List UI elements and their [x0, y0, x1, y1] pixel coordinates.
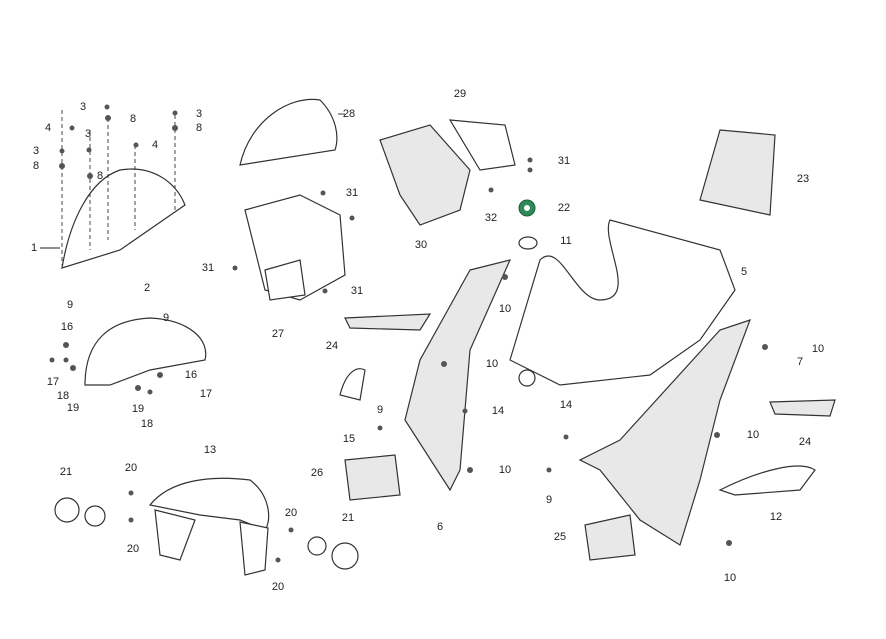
callout-label: 17: [199, 388, 213, 400]
part-side-panel-7: [578, 319, 752, 546]
part-reflector-21a: [54, 497, 80, 523]
part-lamp-15: [339, 368, 366, 401]
callout-label: 9: [545, 494, 553, 506]
callout-label: 30: [414, 239, 428, 251]
callout-label: 18: [140, 418, 154, 430]
part-lamp-29: [448, 119, 516, 171]
callout-label: 15: [342, 433, 356, 445]
callout-label: 8: [32, 160, 40, 172]
part-side-panel-6: [404, 259, 512, 492]
callout-label: 18: [56, 390, 70, 402]
callout-label: 20: [284, 507, 298, 519]
part-lamp-12: [718, 465, 816, 496]
callout-label: 1: [30, 242, 38, 254]
callout-label: 24: [798, 436, 812, 448]
callout-label: 31: [557, 155, 571, 167]
callout-label: 9: [376, 404, 384, 416]
callout-label: 3: [84, 128, 92, 140]
part-headlight-2: [84, 317, 207, 386]
callout-label: 16: [60, 321, 74, 333]
callout-label: 9: [66, 299, 74, 311]
callout-label: 5: [740, 266, 748, 278]
callout-label: 21: [341, 512, 355, 524]
callout-label: 2: [143, 282, 151, 294]
callout-label: 3: [32, 145, 40, 157]
callout-label: 26: [310, 467, 324, 479]
callout-label: 20: [126, 543, 140, 555]
callout-label: 31: [201, 262, 215, 274]
callout-label: 31: [345, 187, 359, 199]
callout-label: 27: [271, 328, 285, 340]
callout-label: 19: [131, 403, 145, 415]
callout-label: 32: [484, 212, 498, 224]
callout-label: 10: [498, 303, 512, 315]
callout-label: 7: [796, 356, 804, 368]
fasteners: [49, 104, 768, 563]
callout-label: 8: [129, 113, 137, 125]
callout-label: 14: [491, 405, 505, 417]
callout-label: 6: [436, 521, 444, 533]
part-windscreen: [61, 168, 186, 269]
callout-label: 21: [59, 466, 73, 478]
callout-label: 8: [195, 122, 203, 134]
callout-label: 11: [560, 235, 572, 247]
callout-label: 17: [46, 376, 60, 388]
part-decal-26: [344, 454, 401, 501]
part-decal-25: [584, 514, 636, 561]
callout-label: 23: [796, 173, 810, 185]
callout-label: 10: [811, 343, 825, 355]
callout-label: 8: [96, 170, 104, 182]
callout-label: 20: [271, 581, 285, 593]
part-front-cowl-5: [509, 219, 736, 386]
callout-label: 10: [746, 429, 760, 441]
callout-label: 14: [559, 399, 573, 411]
callout-label: 10: [723, 572, 737, 584]
callout-label: 31: [350, 285, 364, 297]
callout-label: 24: [325, 340, 339, 352]
part-ring-11: [518, 236, 538, 250]
part-duct: [264, 259, 306, 301]
callout-label: 28: [342, 108, 356, 120]
part-decal-24b: [769, 399, 836, 417]
callout-label: 3: [195, 108, 203, 120]
callout-label: 3: [79, 101, 87, 113]
callout-label: 9: [162, 312, 170, 324]
part-bracket-30: [379, 124, 471, 226]
callout-label: 19: [66, 402, 80, 414]
callout-label: 13: [203, 444, 217, 456]
part-decal-23: [699, 129, 776, 216]
callout-label: 10: [485, 358, 499, 370]
callout-label: 12: [769, 511, 783, 523]
callout-label: 16: [184, 369, 198, 381]
part-screen-28: [239, 98, 338, 166]
callout-label: 10: [498, 464, 512, 476]
callout-label: 4: [151, 139, 159, 151]
callout-label: 29: [453, 88, 467, 100]
callout-label: 25: [553, 531, 567, 543]
callout-label: 22: [557, 202, 571, 214]
callout-label: 20: [124, 462, 138, 474]
part-reflector-21b: [307, 536, 327, 556]
part-decal-24a: [344, 313, 432, 331]
callout-label: 4: [44, 122, 52, 134]
